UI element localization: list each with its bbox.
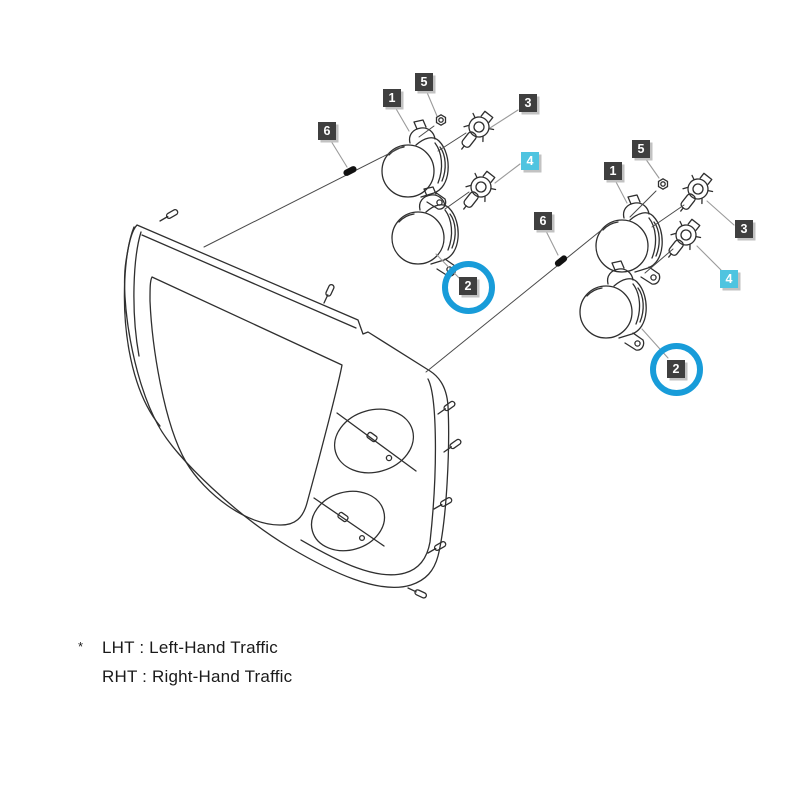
callout-4-right-highlighted[interactable]: 4: [720, 270, 738, 288]
footnote-text-rht: RHT : Right-Hand Traffic: [102, 667, 293, 686]
footnote: * LHT : Left-Hand Traffic RHT : Right-Han…: [78, 634, 292, 691]
footnote-text-lht: LHT : Left-Hand Traffic: [102, 638, 278, 657]
bulb-drawing: [452, 165, 502, 218]
callout-1-right[interactable]: 1: [604, 162, 622, 180]
leader-lines: [331, 90, 734, 358]
callout-3-left[interactable]: 3: [519, 94, 537, 112]
asterisk-marker: *: [78, 639, 84, 654]
footnote-line-lht: * LHT : Left-Hand Traffic: [78, 634, 292, 663]
bulb-drawing: [669, 167, 719, 220]
clip-drawing: [435, 399, 457, 417]
clip-drawing: [158, 208, 180, 224]
callout-1-left[interactable]: 1: [383, 89, 401, 107]
callout-6-left[interactable]: 6: [318, 122, 336, 140]
clip-drawing: [441, 437, 463, 455]
highlight-circle-right: [650, 343, 703, 396]
clip-drawing: [406, 584, 428, 600]
callout-6-right[interactable]: 6: [534, 212, 552, 230]
screw-pin-drawing: [341, 164, 359, 178]
housing-drawing: [124, 208, 463, 600]
footnote-line-rht: RHT : Right-Hand Traffic: [78, 663, 292, 691]
callout-4-left-highlighted[interactable]: 4: [521, 152, 539, 170]
bulb-drawing: [450, 105, 500, 158]
nut-drawing: [657, 178, 669, 190]
lamp-group-right-drawing: [426, 167, 719, 372]
callout-5-left[interactable]: 5: [415, 73, 433, 91]
callout-5-right[interactable]: 5: [632, 140, 650, 158]
callout-3-right[interactable]: 3: [735, 220, 753, 238]
callout-2-left[interactable]: 2: [459, 277, 477, 295]
fog-lamp-unit-drawing: [595, 194, 663, 285]
screw-pin-drawing: [552, 253, 570, 269]
fog-lamp-unit-drawing: [579, 260, 647, 351]
bulb-drawing: [657, 213, 707, 266]
fog-lamp-unit-drawing: [391, 186, 459, 277]
clip-drawing: [320, 283, 336, 305]
callout-2-right[interactable]: 2: [667, 360, 685, 378]
clip-drawing: [432, 496, 454, 512]
nut-drawing: [435, 114, 447, 126]
lamp-group-left-drawing: [204, 105, 502, 277]
highlight-circle-left: [442, 261, 495, 314]
